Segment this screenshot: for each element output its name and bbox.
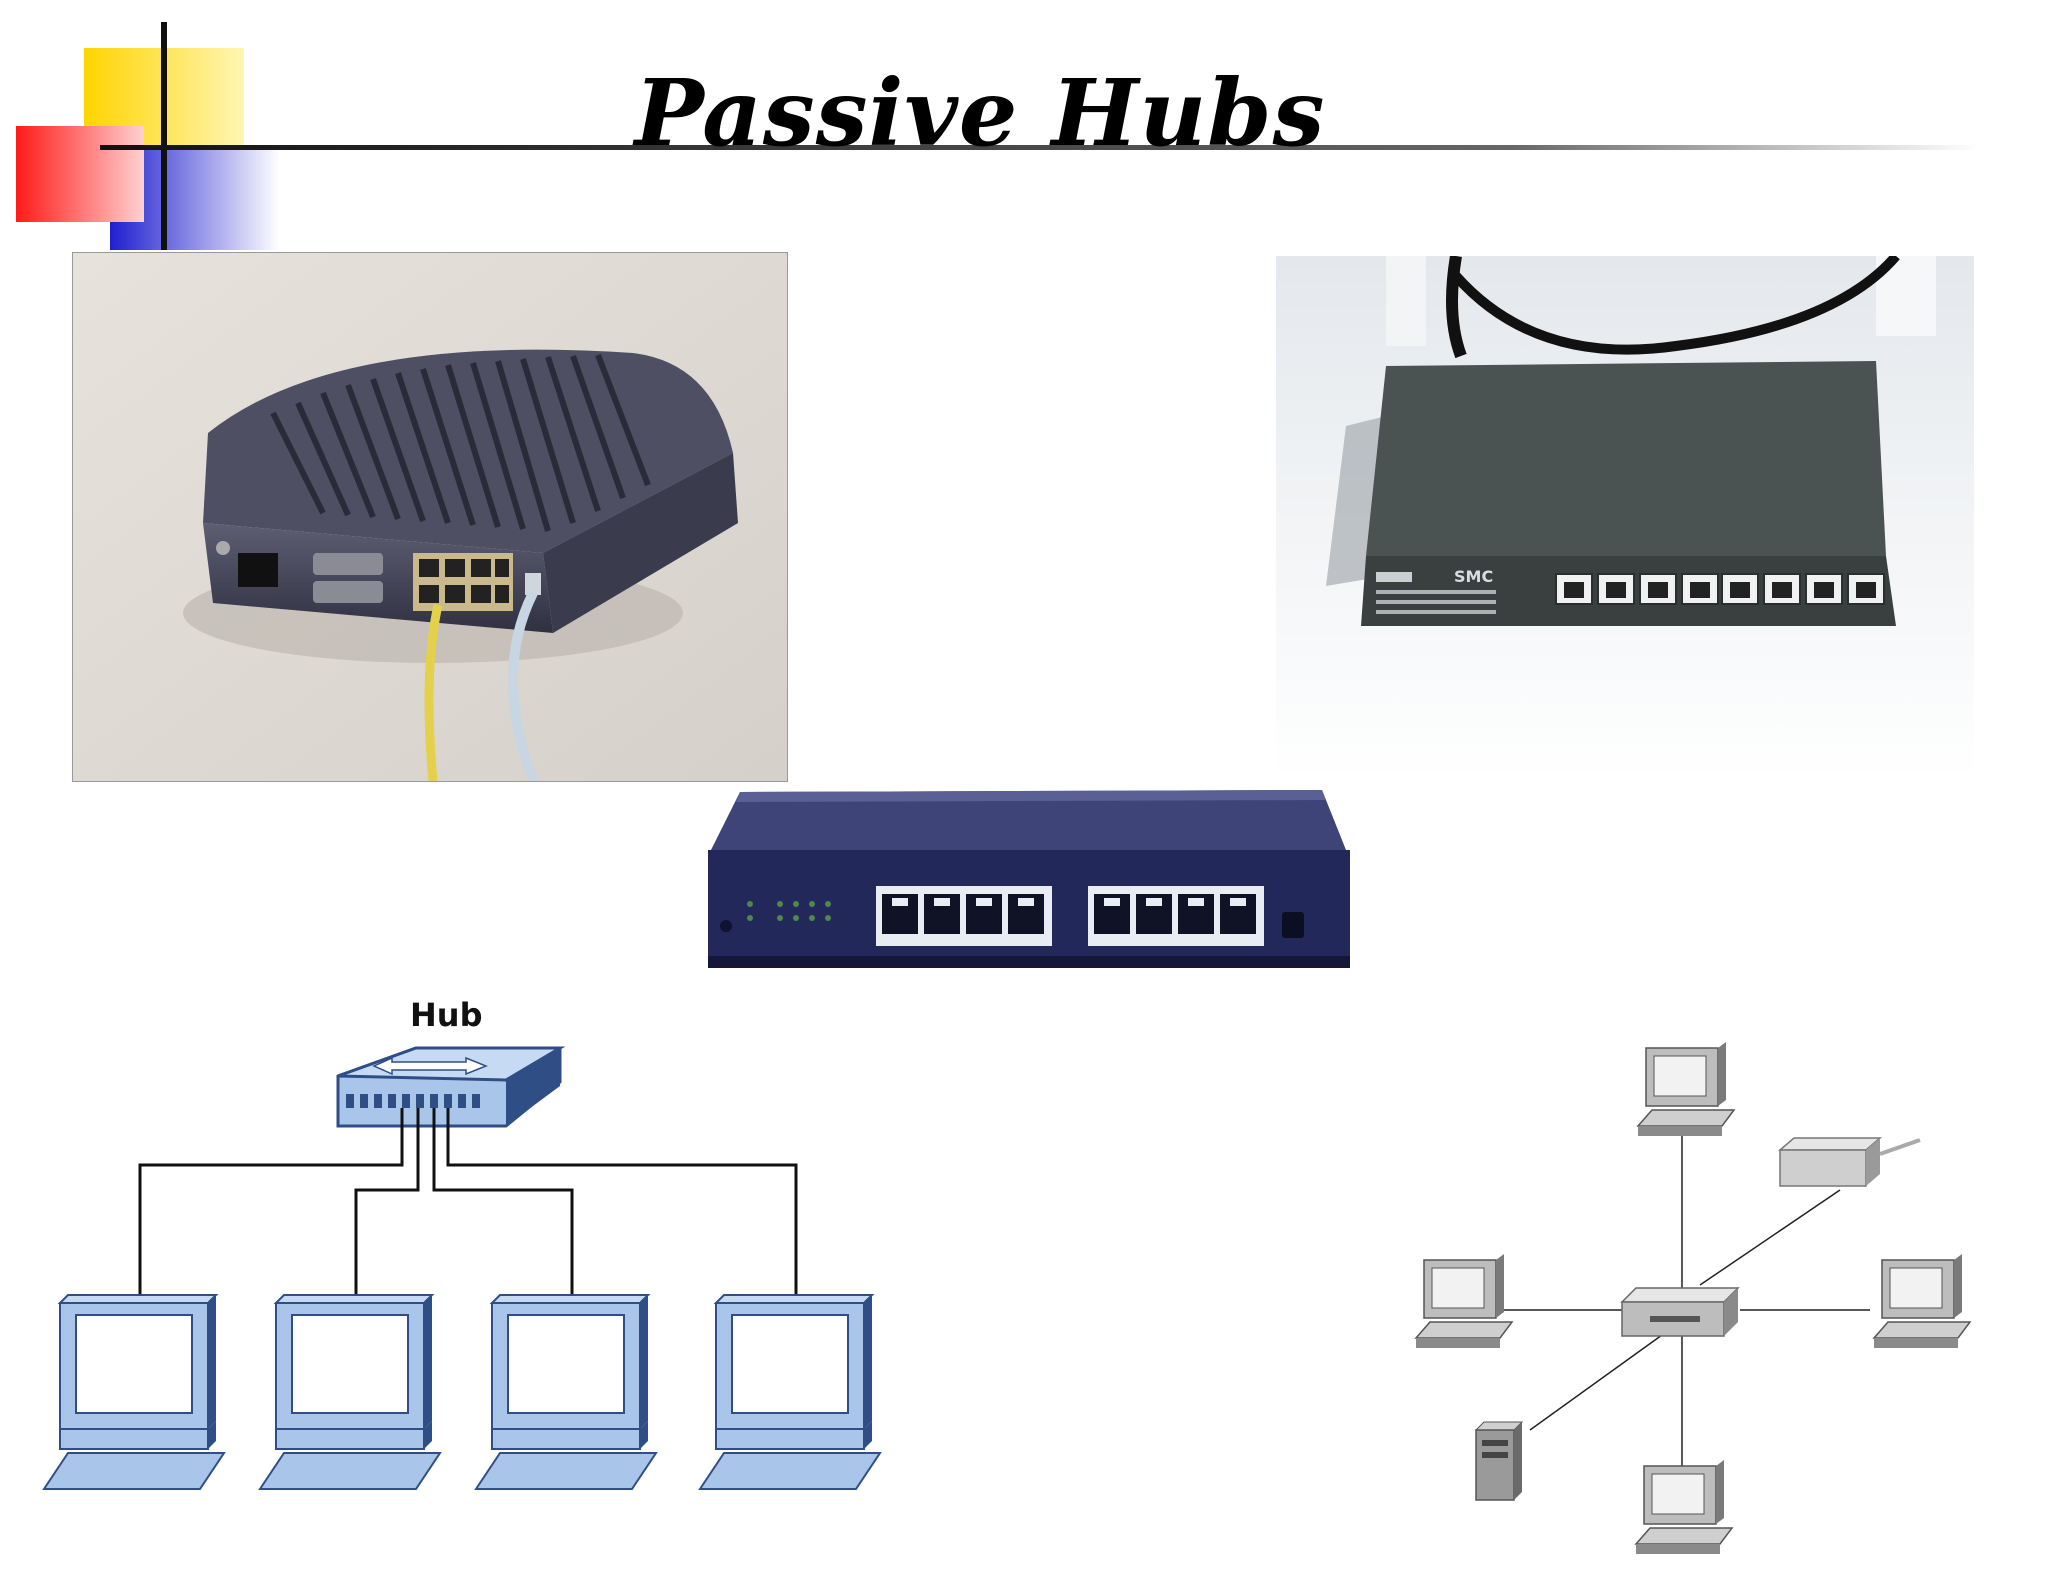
- hub-network-diagram: Hub: [20, 990, 900, 1520]
- central-hub-icon: [1620, 1287, 1740, 1337]
- smc-hub-photo: SMC: [1276, 256, 1974, 780]
- smc-brand-label: SMC: [1454, 567, 1493, 586]
- star-topology-graphic: [1414, 1042, 1972, 1554]
- computer-icon-2: [258, 1294, 442, 1490]
- computer-icon-bottom: [1634, 1460, 1734, 1554]
- blue-hub-photo: [700, 786, 1350, 976]
- blue-hub-illustration: [700, 786, 1350, 976]
- slide-title: Passive Hubs: [634, 59, 1326, 167]
- printer-icon: [1777, 1137, 1921, 1187]
- computer-icon-top: [1636, 1042, 1736, 1136]
- hub-label: Hub: [410, 996, 482, 1034]
- computer-icon-4: [698, 1294, 882, 1490]
- server-icon: [1474, 1421, 1524, 1501]
- star-topology-diagram: [1400, 1040, 2000, 1560]
- title-decoration: [0, 0, 2048, 260]
- smc-hub-illustration: SMC: [1276, 256, 1974, 780]
- computer-icon-1: [42, 1294, 226, 1490]
- computer-icon-right: [1872, 1254, 1972, 1348]
- computer-icon-3: [474, 1294, 658, 1490]
- title-decoration-graphic: [16, 22, 1980, 250]
- hub-icon: [336, 1046, 566, 1128]
- router-photo: [72, 252, 788, 782]
- router-illustration: [73, 253, 787, 781]
- computer-icon-left: [1414, 1254, 1514, 1348]
- hub-network-graphic: Hub: [42, 996, 882, 1490]
